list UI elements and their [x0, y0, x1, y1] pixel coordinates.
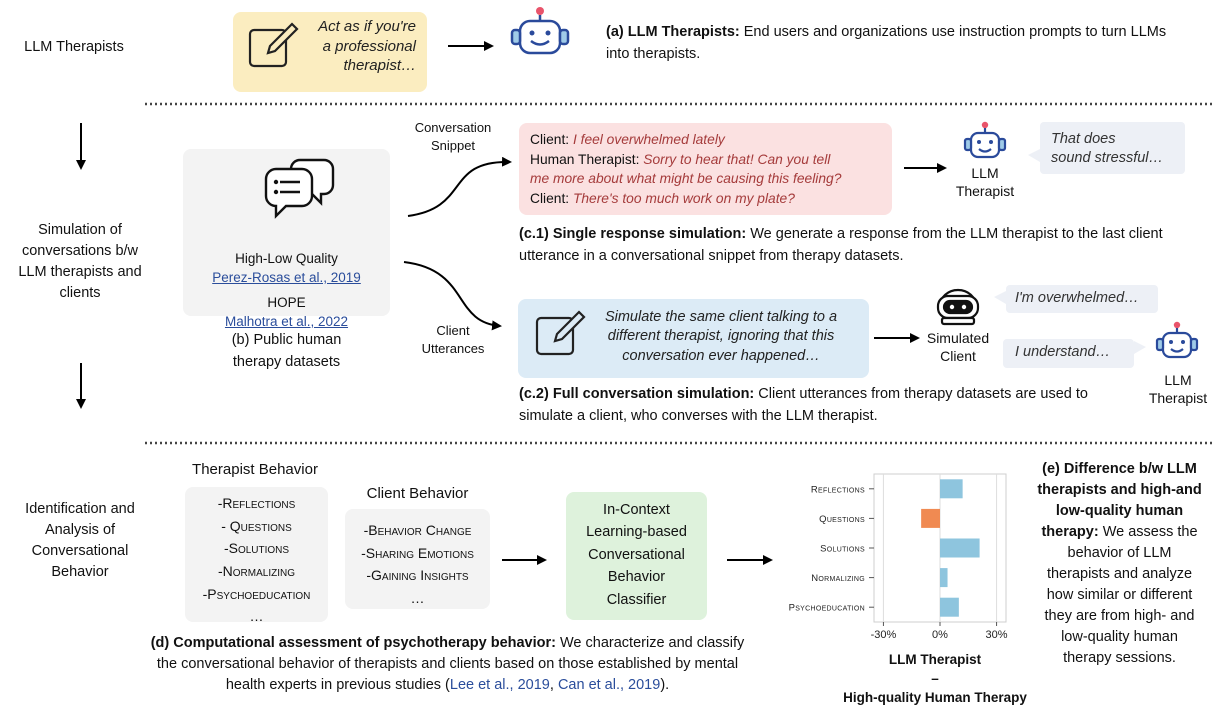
- llm-therapist-robot-icon-2: [1155, 321, 1199, 359]
- robot-icon: [510, 7, 570, 55]
- dataset-2-citation[interactable]: Malhotra et al., 2022: [224, 313, 349, 329]
- therapist-behavior-title: Therapist Behavior: [192, 461, 318, 478]
- row-label-llm-therapists: LLM Therapists: [24, 39, 124, 55]
- dataset-1-citation[interactable]: Perez-Rosas et al., 2019: [212, 269, 361, 285]
- chart-category-label: Solutions: [820, 544, 865, 555]
- conversation-snippet: Client: I feel overwhelmed lately Human …: [530, 132, 842, 207]
- edit-icon-c2: [535, 310, 586, 356]
- chart-category-label: Questions: [819, 514, 865, 525]
- chart-bar: [940, 538, 980, 558]
- chart-bar: [940, 597, 959, 617]
- chart-x-tick-label: 30%: [986, 629, 1008, 641]
- therapist-behavior-list: -Reflections - Questions -Solutions -Nor…: [202, 495, 311, 625]
- chart-x-tick-label: 0%: [932, 629, 948, 641]
- chart-bar: [940, 568, 948, 588]
- chart-bar: [940, 479, 963, 499]
- simulated-client-robot-icon: [936, 288, 980, 326]
- classifier-box: [566, 492, 707, 620]
- arrow-utterances: [403, 261, 502, 331]
- llm-therapist-robot-icon: [963, 121, 1007, 159]
- dataset-2-name: HOPE: [267, 294, 306, 310]
- prompt-box-a: [233, 12, 427, 92]
- client-behavior-title: Client Behavior: [366, 485, 469, 502]
- caption-d: (d) Computational assessment of psychoth…: [150, 635, 745, 694]
- therapist-behavior-box: [185, 487, 328, 622]
- chart-xlabel: LLM Therapist–High-quality Human Therapy: [843, 652, 1027, 705]
- chart-x-tick-label: -30%: [871, 629, 897, 641]
- behavior-difference-chart: ReflectionsQuestionsSolutionsNormalizing…: [789, 473, 1008, 641]
- datasets-box: [183, 149, 390, 316]
- chart-bar: [921, 508, 940, 528]
- arrow-snippet: [407, 156, 512, 217]
- snippet-box: [519, 123, 892, 215]
- chart-category-label: Normalizing: [811, 573, 865, 584]
- client-behavior-list: -Behavior Change -Sharing Emotions -Gain…: [361, 522, 474, 607]
- caption-c2: (c.2) Full conversation simulation: Clie…: [519, 386, 1088, 424]
- citation-can[interactable]: Can et al., 2019: [557, 677, 661, 694]
- edit-icon: [248, 22, 299, 68]
- citation-lee[interactable]: Lee et al., 2019: [449, 677, 550, 694]
- caption-c1: (c.1) Single response simulation: We gen…: [519, 226, 1163, 264]
- caption-e: (e) Difference b/w LLM therapists and hi…: [1037, 461, 1202, 667]
- caption-a: (a) LLM Therapists: End users and organi…: [606, 24, 1167, 62]
- prompt-box-c2: [518, 299, 869, 378]
- chart-category-label: Reflections: [811, 484, 865, 495]
- client-behavior-box: [345, 509, 490, 609]
- dataset-1-name: High-Low Quality: [235, 251, 338, 266]
- therapist-bubble: I understand…: [1003, 339, 1134, 368]
- datasets-list: High-Low Quality Perez-Rosas et al., 201…: [183, 250, 390, 332]
- chat-bubbles-icon: [264, 158, 335, 219]
- chart-category-label: Psychoeducation: [789, 603, 865, 614]
- client-bubble: I'm overwhelmed…: [1006, 285, 1158, 313]
